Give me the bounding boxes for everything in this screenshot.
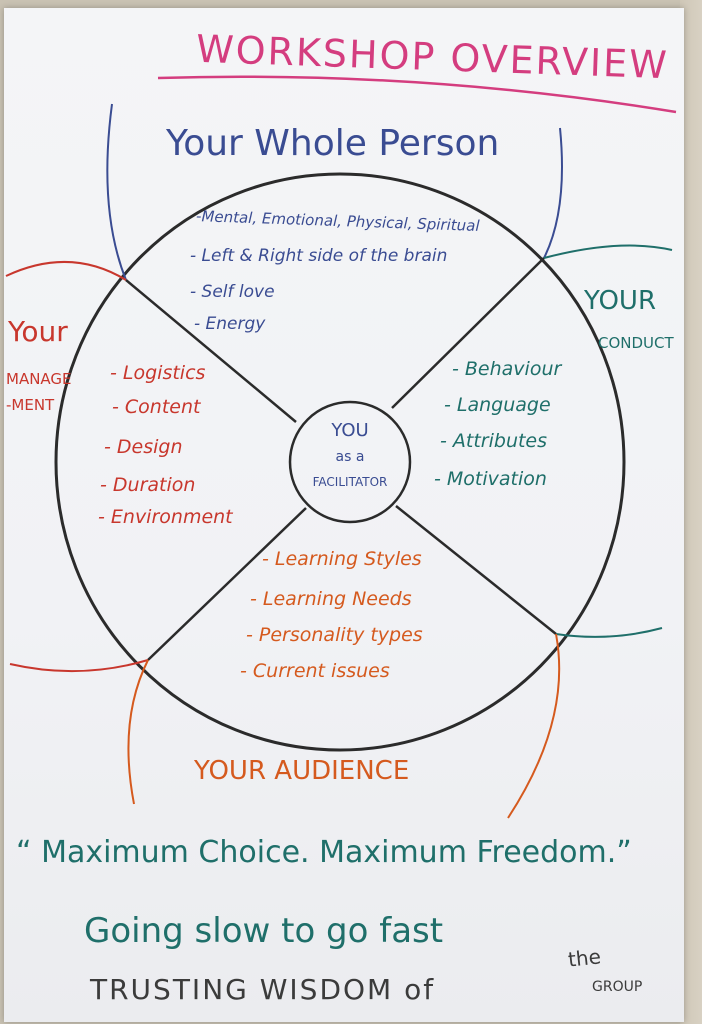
audience-item: - Learning Styles <box>262 548 422 570</box>
trusting-group: GROUP <box>592 979 643 995</box>
trusting-the: the <box>566 944 602 972</box>
divider-bottom-right <box>395 505 557 635</box>
divider-top-left <box>125 279 297 423</box>
divider-top-right <box>391 257 545 409</box>
quote-text: “ Maximum Choice. Maximum Freedom.” <box>16 835 632 870</box>
conduct-item: - Language <box>444 394 551 416</box>
whole-person-item: - Left & Right side of the brain <box>190 246 448 266</box>
management-item: - Design <box>104 436 183 458</box>
trusting-text: TRUSTING WISDOM of <box>90 973 436 1006</box>
conduct-heading-1: YOUR <box>584 286 657 316</box>
center-label-3: FACILITATOR <box>312 475 388 489</box>
management-heading-3: -MENT <box>6 396 55 414</box>
divider-bottom-left <box>147 507 307 661</box>
audience-item: - Learning Needs <box>250 588 412 610</box>
management-arc <box>5 261 149 673</box>
flipchart-paper <box>4 8 684 1022</box>
center-circle <box>288 400 412 524</box>
center-label-1: YOU <box>331 420 369 441</box>
management-item: - Content <box>112 396 201 418</box>
whole-person-item: - Energy <box>194 314 266 334</box>
conduct-item: - Attributes <box>440 430 548 452</box>
management-item: - Logistics <box>110 362 206 384</box>
audience-arc <box>127 633 561 819</box>
audience-heading: YOUR AUDIENCE <box>194 756 410 786</box>
whole-person-arc <box>106 103 563 281</box>
whole-person-heading: Your Whole Person <box>166 123 500 164</box>
management-item: - Duration <box>100 474 196 496</box>
title-underline <box>157 75 677 114</box>
management-heading-1: Your <box>8 315 68 348</box>
audience-item: - Current issues <box>240 660 390 682</box>
management-heading-2: MANAGE <box>6 370 72 388</box>
center-label-2: as a <box>335 449 365 465</box>
main-circle <box>54 172 626 752</box>
conduct-heading-2: CONDUCT <box>598 334 674 352</box>
conduct-item: - Behaviour <box>452 358 562 380</box>
whole-person-item: - Self love <box>190 282 275 302</box>
conduct-item: - Motivation <box>434 468 547 490</box>
audience-item: - Personality types <box>246 624 423 646</box>
wall-background <box>680 0 702 1024</box>
management-item: - Environment <box>98 506 233 528</box>
motto-text: Going slow to go fast <box>84 911 444 951</box>
conduct-arc <box>543 244 673 638</box>
